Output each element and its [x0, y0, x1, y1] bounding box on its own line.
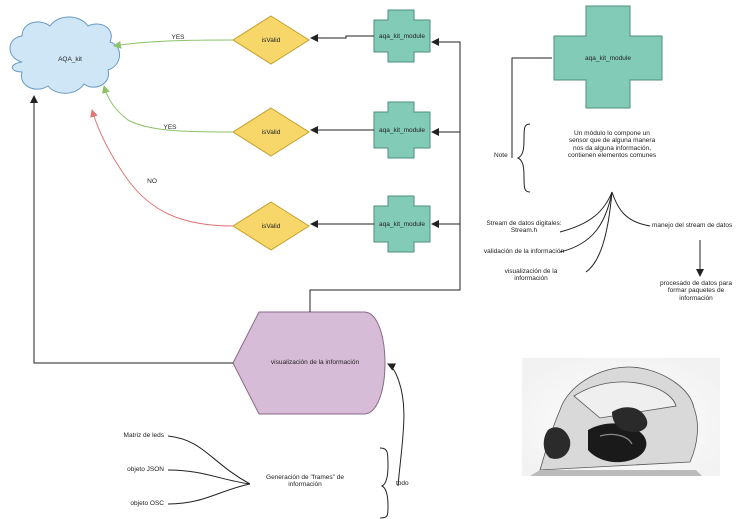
module-to-decision-connectors: [310, 34, 374, 228]
aqa-kit-cloud: [9, 16, 120, 94]
aqa-kit-module-1: [373, 9, 431, 63]
note-label: Note: [494, 152, 508, 159]
module-item-stream-handling: manejo del stream de datos: [652, 222, 733, 229]
isvalid-decision-2: [232, 107, 310, 157]
connector-todo-display: [387, 363, 405, 487]
edge-label-yes-2: YES: [163, 124, 177, 131]
edge-yes-2: [102, 85, 234, 133]
edge-label-no: NO: [147, 178, 157, 185]
cloud-label: AQA_kit: [58, 55, 82, 63]
edge-label-yes-1: YES: [171, 34, 185, 41]
processing-label: procesado de datos para formar paquetes …: [660, 280, 732, 302]
decision-label-3: isValid: [261, 222, 281, 230]
frames-input-leds: Matriz de leds: [123, 432, 164, 439]
module-item-stream: Stream de datos digitales: Stream.h: [486, 220, 562, 235]
note-bracket: [511, 57, 552, 193]
module-label-2: aqa_kit_module: [379, 126, 425, 134]
frames-input-json: objeto JSON: [127, 466, 164, 473]
module-label-1: aqa_kit_module: [379, 32, 425, 40]
display-label: visualización de la información: [270, 358, 360, 366]
display-information-shape: [232, 311, 386, 415]
frames-brace-label: todo: [396, 480, 409, 487]
decision-label-1: isValid: [261, 36, 281, 44]
module-items-fan: [559, 191, 704, 277]
frames-fan: [167, 435, 389, 519]
edge-yes-1: [113, 39, 234, 49]
isvalid-decision-1: [232, 15, 310, 65]
aqa-kit-module-3: [373, 195, 431, 253]
aqa-kit-module-4: [553, 5, 663, 109]
aqa-kit-module-2: [373, 101, 431, 159]
edge-no: [90, 109, 234, 227]
frames-input-osc: objeto OSC: [130, 500, 164, 507]
decision-label-2: isValid: [261, 128, 281, 136]
module-label-4: aqa_kit_module: [585, 54, 631, 62]
module-label-3: aqa_kit_module: [379, 220, 425, 228]
frames-generation-label: Generación de "frames" de información: [266, 474, 344, 489]
display-to-modules-bus: [309, 38, 461, 312]
connector-display-cloud: [30, 95, 233, 364]
isvalid-decision-3: [232, 201, 310, 251]
connector-module1-decision1: [310, 34, 374, 42]
module-item-visualization: visualización de la información: [504, 268, 558, 283]
note-text: Un módulo lo compone un sensor que de al…: [567, 130, 657, 160]
module-item-validation: validación de la información: [483, 248, 565, 255]
person-photo-image: [522, 358, 720, 476]
